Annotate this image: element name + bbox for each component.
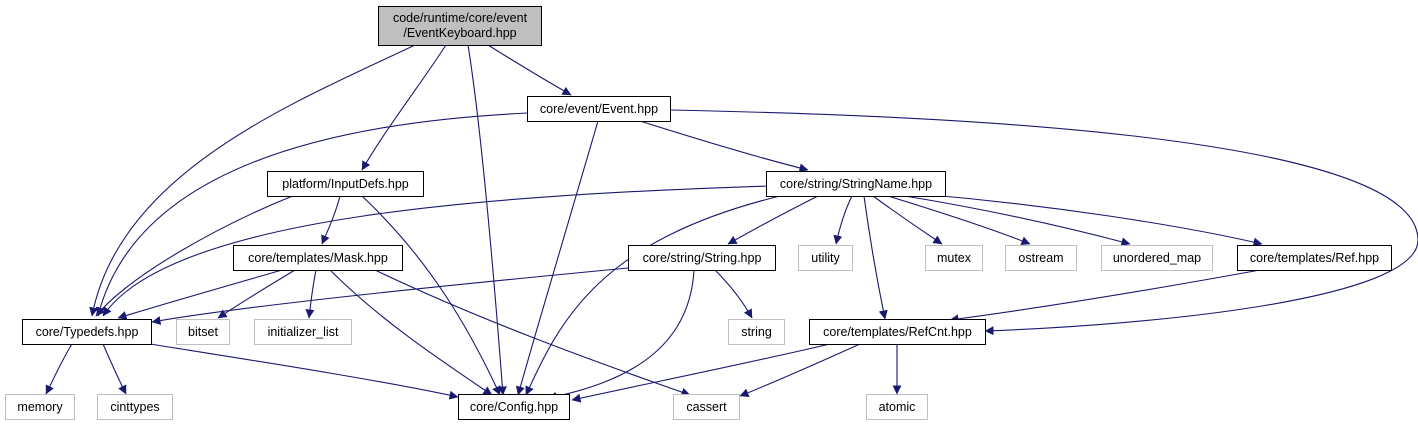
- edge-event-to-stringname: [639, 120, 809, 173]
- node-stringname-hpp[interactable]: core/string/StringName.hpp: [766, 171, 946, 197]
- node-mask-hpp[interactable]: core/templates/Mask.hpp: [233, 245, 403, 271]
- node-inputdefs-hpp[interactable]: platform/InputDefs.hpp: [267, 171, 424, 197]
- edge-refcnt-to-config: [571, 343, 831, 403]
- node-typedefs-hpp[interactable]: core/Typedefs.hpp: [22, 319, 152, 345]
- edge-root-to-typedefs: [89, 44, 416, 317]
- edge-typedefs-to-cinttypes: [102, 343, 127, 395]
- edge-stringname-to-utility: [833, 195, 853, 245]
- edge-root-to-config: [467, 44, 507, 396]
- edge-event-to-refcnt: [669, 109, 1418, 336]
- node-string-hpp[interactable]: core/string/String.hpp: [628, 245, 776, 271]
- node-initializer-list[interactable]: initializer_list: [254, 319, 352, 345]
- edge-inputdefs-to-mask: [321, 195, 341, 245]
- node-bitset[interactable]: bitset: [176, 319, 230, 345]
- edge-stringname-to-ref: [919, 193, 1263, 247]
- edge-typedefs-to-config: [149, 343, 459, 400]
- edge-string-hpp-to-typedefs: [151, 267, 629, 325]
- edge-stringname-to-ostream: [887, 195, 1031, 246]
- edge-mask-to-typedefs: [117, 269, 283, 320]
- edge-inputdefs-to-typedefs: [95, 194, 296, 317]
- node-mutex[interactable]: mutex: [925, 245, 983, 271]
- node-cinttypes[interactable]: cinttypes: [97, 394, 173, 420]
- edge-string-hpp-to-config: [547, 269, 695, 401]
- node-ref-hpp[interactable]: core/templates/Ref.hpp: [1237, 245, 1392, 271]
- edge-mask-to-initializer-list: [305, 269, 317, 319]
- edge-mask-to-bitset: [217, 269, 296, 319]
- edge-string-hpp-to-string: [714, 269, 753, 319]
- edge-typedefs-to-memory: [45, 343, 73, 395]
- edge-mask-to-config: [329, 269, 493, 396]
- node-unordered-map[interactable]: unordered_map: [1101, 245, 1213, 271]
- edge-refcnt-to-cassert: [739, 343, 861, 398]
- edge-root-to-inputdefs: [361, 44, 447, 171]
- node-refcnt-hpp[interactable]: core/templates/RefCnt.hpp: [809, 319, 986, 345]
- edge-event-to-config: [516, 120, 599, 396]
- node-atomic[interactable]: atomic: [866, 394, 928, 420]
- edge-root-to-event: [487, 44, 572, 96]
- node-utility[interactable]: utility: [798, 245, 853, 271]
- node-eventkeyboard-hpp[interactable]: code/runtime/core/event /EventKeyboard.h…: [378, 6, 542, 46]
- edge-inputdefs-to-config: [361, 195, 501, 396]
- node-ostream[interactable]: ostream: [1005, 245, 1077, 271]
- edge-stringname-to-unordered-map: [904, 195, 1131, 247]
- node-cassert[interactable]: cassert: [673, 394, 740, 420]
- edge-stringname-to-typedefs: [102, 185, 769, 317]
- edge-stringname-to-refcnt: [863, 195, 888, 320]
- edge-event-to-typedefs: [95, 112, 529, 317]
- edge-ref-to-refcnt: [949, 269, 1261, 324]
- node-string[interactable]: string: [728, 319, 785, 345]
- node-config-hpp[interactable]: core/Config.hpp: [458, 394, 570, 420]
- edge-stringname-to-config: [525, 195, 781, 396]
- node-event-hpp[interactable]: core/event/Event.hpp: [527, 96, 671, 122]
- edge-stringname-to-mutex: [872, 195, 943, 245]
- node-memory[interactable]: memory: [5, 394, 75, 420]
- edge-stringname-to-string-hpp: [727, 195, 819, 245]
